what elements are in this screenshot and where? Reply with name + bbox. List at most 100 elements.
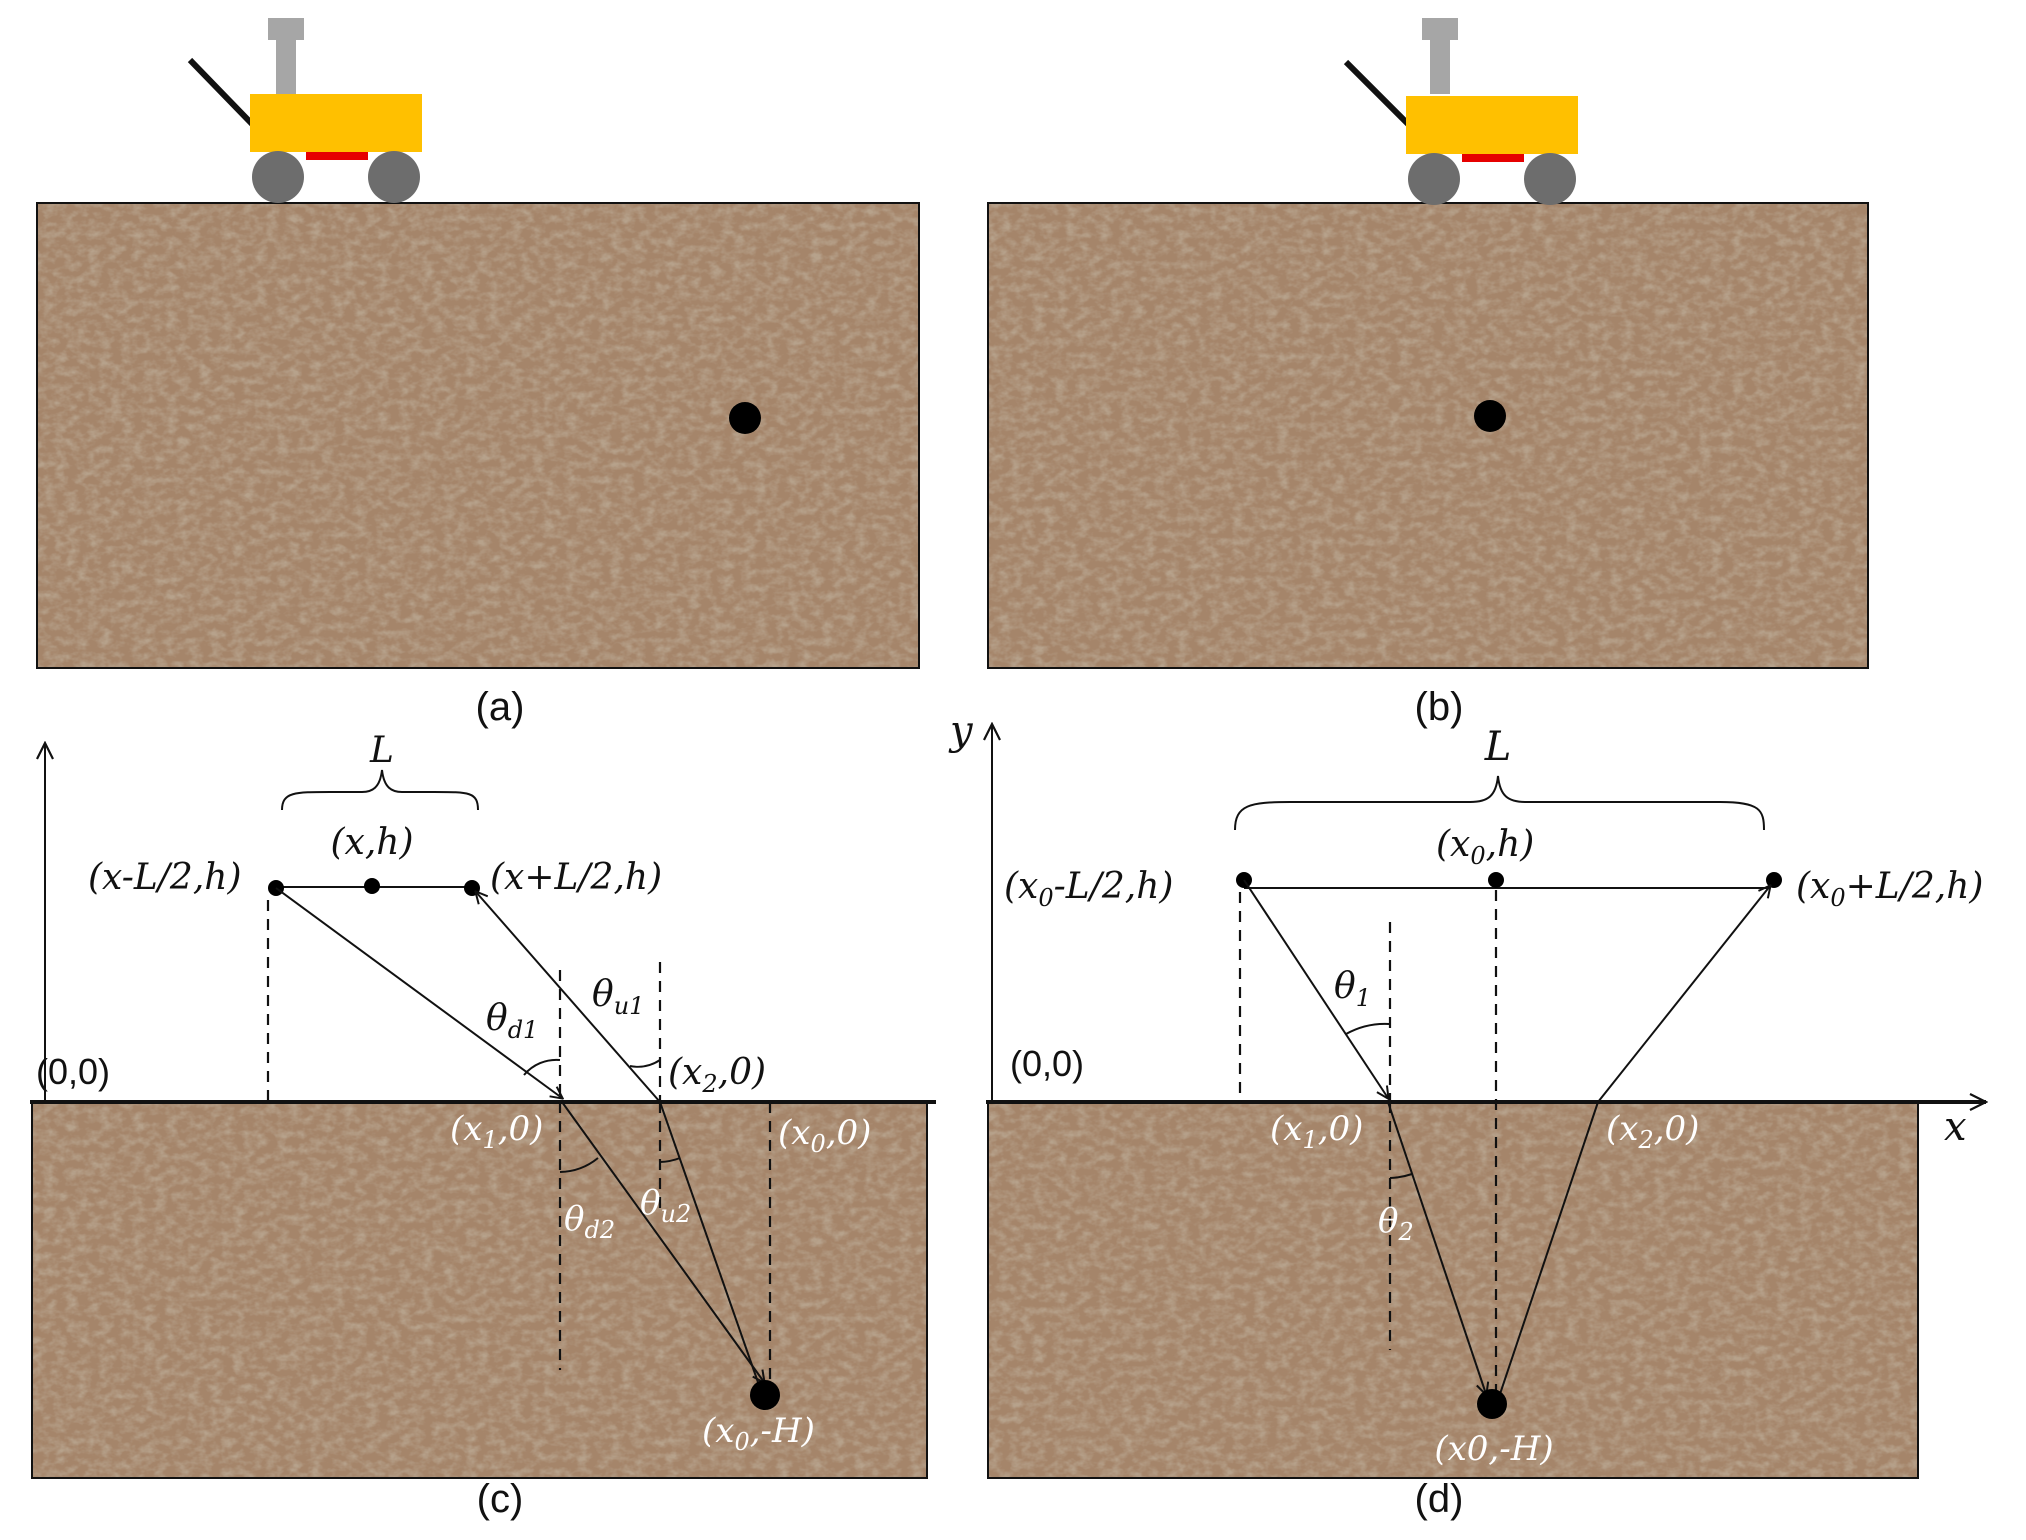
mid-point-dot-d	[1488, 872, 1504, 888]
cart-handle-b	[1343, 59, 1413, 129]
down-ray-soil-c	[561, 1101, 764, 1382]
rx-point-label-d: (x0+L/2,h)	[1796, 866, 1983, 912]
cart-wheel-right-b	[1524, 153, 1576, 205]
span-brace-c	[281, 769, 479, 811]
down-ray-air-d	[1243, 879, 1388, 1098]
angle-label-u1-c: θu1	[592, 974, 644, 1020]
tx-d-tail: -L/2,h)	[1054, 866, 1174, 907]
angle-d2-main: θ	[564, 1199, 584, 1239]
brace-label-c: L	[369, 730, 394, 771]
buried-target-d	[1477, 1389, 1507, 1419]
mid-d-sub: 0	[1470, 842, 1485, 870]
angle-arc-u2-c	[659, 1157, 681, 1163]
angle-d1-main: θ	[486, 998, 508, 1039]
target-point-label-c: (x0,-H)	[702, 1411, 815, 1456]
cart-wheel-left-a	[252, 151, 304, 203]
angle-d1-sub: d1	[508, 1016, 539, 1044]
refraction-point-x1-label-d: (x1,0)	[1270, 1109, 1363, 1154]
panel-label-d: (d)	[1415, 1477, 1464, 1521]
angle-2-sub: 2	[1397, 1218, 1413, 1246]
buried-target-b	[1474, 400, 1506, 432]
x-axis-label-d: x	[1944, 1104, 1967, 1150]
panel-label-c: (c)	[477, 1477, 524, 1521]
x0-sub: 0	[810, 1130, 825, 1158]
angle-u2-sub: u2	[660, 1200, 691, 1228]
gpr-cart-a	[187, 18, 422, 203]
angle-u2-main: θ	[640, 1183, 660, 1223]
cart-antenna-strip-a	[306, 152, 368, 160]
panel-label-b: (b)	[1415, 685, 1464, 729]
rx-d-sub: 0	[1830, 884, 1845, 912]
tx-point-label-c: (x-L/2,h)	[88, 857, 242, 898]
rx-point-label-c: (x+L/2,h)	[490, 857, 662, 898]
mid-d-main: (x	[1436, 824, 1470, 865]
soil-texture-a	[37, 203, 919, 668]
tx-d-main: (x	[1004, 866, 1038, 907]
angle-arc-u1-c	[629, 1059, 661, 1068]
refraction-point-x1-label-c: (x1,0)	[450, 1109, 543, 1154]
target-main: (x	[702, 1411, 734, 1451]
angle-u1-sub: u1	[614, 992, 645, 1020]
x1d-main: (x	[1270, 1109, 1302, 1149]
cart-body-b	[1406, 96, 1578, 154]
up-ray-air-d	[1597, 886, 1770, 1103]
mid-d-tail: ,h)	[1486, 824, 1535, 865]
antenna-mast-b	[1430, 38, 1450, 94]
angle-arc-d1-c	[523, 1058, 561, 1076]
panel-d: y x L (x0-L/2,h) (x0,h) (x0+L/2,h) θ1 θ2…	[948, 708, 1986, 1521]
buried-target-c	[750, 1380, 780, 1410]
antenna-mast-a	[276, 38, 296, 94]
buried-target-a	[729, 402, 761, 434]
up-ray-soil-d	[1497, 1101, 1599, 1401]
angle-arc-1-d	[1345, 1022, 1391, 1035]
up-ray-air-c	[476, 892, 661, 1103]
tx-d-sub: 0	[1038, 884, 1053, 912]
mid-point-label-d: (x0,h)	[1436, 824, 1534, 870]
up-ray-soil-c	[659, 1101, 761, 1389]
x1-sub: 1	[482, 1126, 497, 1154]
antenna-mast-top-b	[1422, 18, 1458, 40]
antenna-mast-top-a	[268, 18, 304, 40]
x2d-main: (x	[1606, 1109, 1638, 1149]
rx-d-tail: +L/2,h)	[1846, 866, 1984, 907]
mid-point-label-c: (x,h)	[330, 822, 413, 863]
cart-wheel-right-a	[368, 151, 420, 203]
cart-body-a	[250, 94, 422, 152]
angle-2-main: θ	[1378, 1201, 1398, 1241]
surface-point-x0-label-c: (x0,0)	[778, 1113, 871, 1158]
down-ray-air-c	[275, 887, 562, 1098]
cart-handle-a	[187, 57, 257, 129]
angle-label-d2-c: θd2	[564, 1199, 615, 1244]
down-ray-soil-d	[1387, 1101, 1486, 1394]
soil-texture-d	[988, 1102, 1918, 1478]
angle-label-d1-c: θd1	[486, 998, 538, 1044]
cart-wheel-left-b	[1408, 153, 1460, 205]
target-point-label-d: (x0,-H)	[1434, 1429, 1553, 1469]
x2d-tail: ,0)	[1654, 1109, 1700, 1149]
soil-block-b	[987, 202, 1869, 669]
x2-main: (x	[668, 1052, 702, 1093]
y-axis-label-d: y	[948, 708, 974, 754]
angle-label-2-d: θ2	[1378, 1201, 1414, 1246]
soil-texture-c	[32, 1102, 927, 1478]
x1d-sub: 1	[1302, 1126, 1317, 1154]
cart-antenna-strip-b	[1462, 154, 1524, 162]
x1-main: (x	[450, 1109, 482, 1149]
angle-1-sub: 1	[1356, 984, 1371, 1012]
soil-block-c	[31, 1101, 928, 1479]
soil-block-d	[987, 1101, 1919, 1479]
span-brace-d	[1234, 775, 1765, 831]
origin-label-c: (0,0)	[36, 1051, 110, 1092]
refraction-point-x2-label-d: (x2,0)	[1606, 1109, 1699, 1154]
refraction-point-x2-label-c: (x2,0)	[668, 1052, 766, 1098]
x2-sub: 2	[701, 1070, 717, 1098]
x0-tail: ,0)	[826, 1113, 872, 1153]
brace-label-d: L	[1484, 724, 1512, 770]
soil-border-a	[36, 202, 920, 669]
x0-main: (x	[778, 1113, 810, 1153]
panel-c: L (x-L/2,h) (x,h) (x+L/2,h) θd1 θu1 θd2 …	[30, 730, 936, 1521]
x1-tail: ,0)	[498, 1109, 544, 1149]
rx-antenna-dot-d	[1766, 872, 1782, 888]
mid-point-dot-c	[364, 878, 380, 894]
soil-texture-b	[988, 203, 1868, 668]
